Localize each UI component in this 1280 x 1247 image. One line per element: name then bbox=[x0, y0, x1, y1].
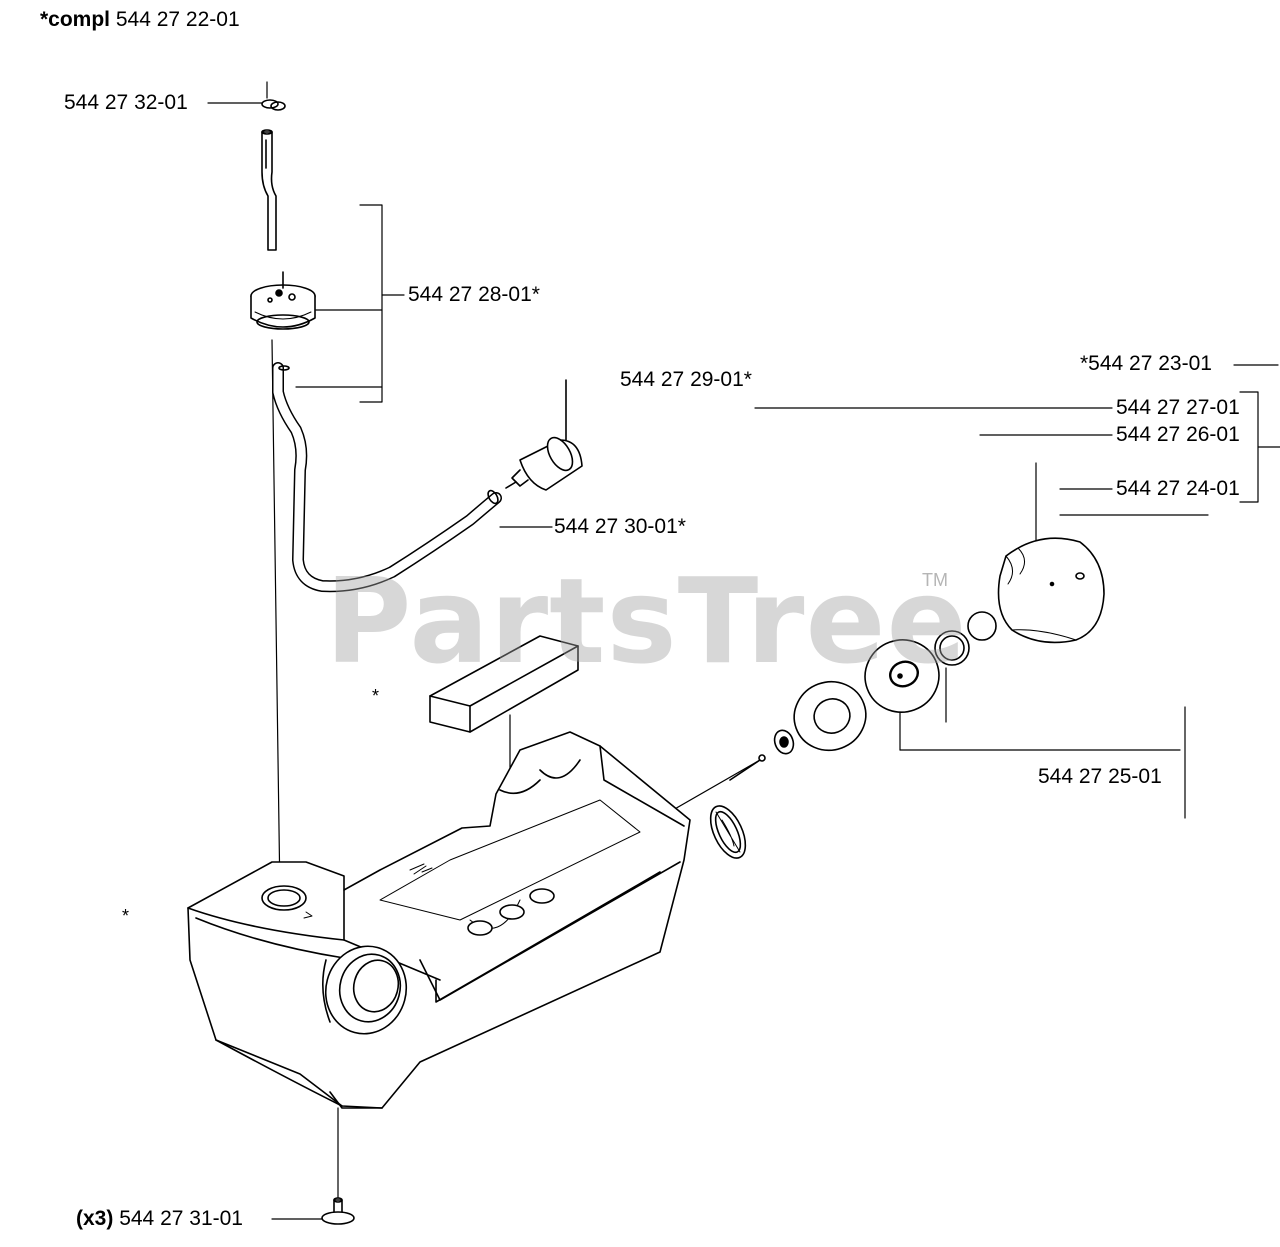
part-label-544-27-29-01[interactable]: 544 27 29-01* bbox=[620, 368, 752, 391]
air-filter-sponge bbox=[429, 635, 579, 733]
part-label-544-27-32-01[interactable]: 544 27 32-01 bbox=[64, 91, 188, 114]
tank-screw bbox=[321, 1197, 355, 1225]
part-number: 544 27 31-01 bbox=[119, 1207, 243, 1230]
grommet-part bbox=[250, 271, 316, 330]
upper-return-hose bbox=[261, 129, 277, 251]
part-label-544-27-24-01[interactable]: 544 27 24-01 bbox=[1116, 477, 1240, 500]
header-number: 544 27 22-01 bbox=[115, 8, 240, 31]
tank-cap-assembly bbox=[709, 537, 1105, 859]
fuel-tank bbox=[187, 731, 691, 1109]
part-label-544-27-23-01[interactable]: *544 27 23-01 bbox=[1080, 352, 1212, 375]
header-prefix: *compl bbox=[40, 8, 111, 31]
o-ring-part bbox=[261, 99, 286, 111]
part-label-544-27-25-01[interactable]: 544 27 25-01 bbox=[1038, 765, 1162, 788]
fuel-hose bbox=[272, 362, 502, 593]
part-label-544-27-28-01[interactable]: 544 27 28-01* bbox=[408, 283, 540, 306]
fuel-filter bbox=[505, 379, 583, 491]
assembly-header: *compl 544 27 22-01 bbox=[40, 8, 240, 32]
parts-tree-watermark: PartsTree bbox=[325, 552, 968, 690]
asterisk-marker: * bbox=[372, 686, 380, 706]
part-label-544-27-31-01[interactable]: (x3) 544 27 31-01 bbox=[76, 1207, 243, 1231]
quantity-label: (x3) bbox=[76, 1207, 114, 1230]
part-label-544-27-27-01[interactable]: 544 27 27-01 bbox=[1116, 396, 1240, 419]
asterisk-marker: * bbox=[122, 906, 130, 926]
trademark-symbol: TM bbox=[922, 570, 948, 590]
part-label-544-27-26-01[interactable]: 544 27 26-01 bbox=[1116, 423, 1240, 446]
part-label-544-27-30-01[interactable]: 544 27 30-01* bbox=[554, 515, 686, 538]
